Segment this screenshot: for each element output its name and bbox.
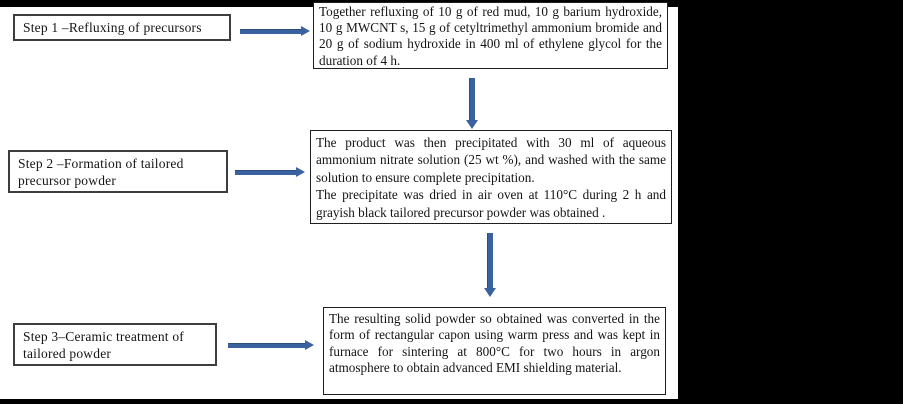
frame-right-panel — [678, 0, 903, 404]
frame-bottom-bar — [0, 399, 903, 404]
step2-label-box: Step 2 –Formation of tailored precursor … — [8, 150, 228, 193]
step2-detail-paragraph2: The precipitate was dried in air oven at… — [316, 187, 666, 220]
step2-label-line1: Step 2 –Formation of tailored — [18, 155, 184, 171]
arrow-head-icon — [305, 340, 314, 350]
step3-detail-text: The resulting solid powder so obtained w… — [329, 311, 660, 376]
arrow-shaft — [228, 343, 306, 348]
arrow-head-icon — [301, 26, 310, 36]
step3-detail-box: The resulting solid powder so obtained w… — [323, 307, 666, 395]
step2-label-line2: precursor powder — [18, 172, 117, 188]
step1-right-arrow — [240, 26, 310, 36]
arrow-shaft — [240, 29, 302, 34]
step2-to-step3-arrow — [484, 233, 496, 297]
arrow-shaft — [235, 170, 297, 175]
arrow-shaft — [469, 78, 475, 121]
step3-label-line2: tailored powder — [23, 345, 112, 361]
arrow-head-icon — [466, 120, 478, 129]
step1-label-box: Step 1 –Refluxing of precursors — [13, 14, 231, 41]
arrow-head-icon — [296, 167, 305, 177]
step2-detail-paragraph1: The product was then precipitated with 3… — [316, 135, 666, 185]
step1-to-step2-arrow — [466, 78, 478, 129]
step3-label-line1: Step 3–Ceramic treatment of — [23, 328, 184, 344]
arrow-head-icon — [484, 288, 496, 297]
step1-label: Step 1 –Refluxing of precursors — [23, 20, 202, 35]
step3-right-arrow — [228, 340, 314, 350]
step3-label-box: Step 3–Ceramic treatment of tailored pow… — [13, 323, 217, 366]
step1-detail-text: Together refluxing of 10 g of red mud, 1… — [319, 4, 662, 68]
step1-detail-box: Together refluxing of 10 g of red mud, 1… — [313, 2, 668, 69]
step2-right-arrow — [235, 167, 305, 177]
step2-detail-box: The product was then precipitated with 3… — [310, 130, 672, 224]
arrow-shaft — [487, 233, 493, 289]
